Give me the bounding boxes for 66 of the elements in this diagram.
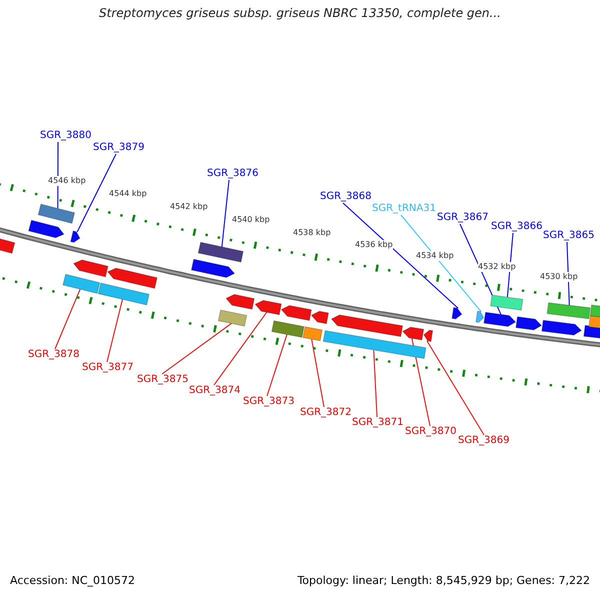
gene-block [515,316,542,330]
scale-label: 4532 kbp [478,262,516,272]
gene-box [302,326,323,342]
gene-label: SGR_3876 [207,168,258,180]
gene-label: SGR_3880 [40,130,92,142]
gene-box [218,310,248,327]
gene-box [588,315,600,330]
leader-line [400,214,482,312]
gene-block [280,305,312,321]
gene-label: SGR_3878 [28,349,80,361]
leader-line [106,298,123,362]
gene-block [254,300,282,316]
gene-label: SGR_3868 [320,191,372,203]
scale-label: 4546 kbp [48,176,86,186]
leader-line [373,350,378,418]
leader-line [76,154,116,232]
leader-line [162,322,232,374]
gene-label: SGR_3875 [137,374,188,386]
scale-label: 4530 kbp [540,272,578,282]
scale-label: 4542 kbp [170,202,208,212]
gene-block [310,310,329,324]
leader-line [266,334,288,396]
gene-label: SGR_tRNA31 [372,203,436,215]
gene-box [98,282,150,306]
leader-line [311,338,324,408]
gene-block [452,307,462,320]
accession-text: Accession: NC_010572 [10,575,136,587]
gene-block [190,258,236,278]
gene-block [583,324,600,340]
gene-box [38,204,76,224]
leader-line [214,312,268,386]
gene-block [483,312,516,327]
title: Streptomyces griseus subsp. griseus NBRC 13350, complete gen... [98,6,502,21]
leader-line [426,340,484,436]
gene-box [322,330,426,360]
gene-label: SGR_3874 [189,385,240,397]
leader-line [57,142,58,209]
gene-block [72,259,108,278]
scale-label: 4534 kbp [416,251,454,261]
gene-block [225,294,255,310]
scale-label: 4544 kbp [109,189,147,199]
genome-info-text: Topology: linear; Length: 8,545,929 bp; Genes: 7,222 [297,575,590,587]
gene-label: SGR_3873 [243,396,294,408]
gene-box [62,274,100,294]
scale-label: 4538 kbp [293,228,331,238]
gene-label: SGR_3865 [543,230,594,242]
scale-label: 4540 kbp [232,215,270,225]
leader-line [54,288,81,350]
gene-label: SGR_3867 [437,212,488,224]
gene-label: SGR_3866 [491,221,542,233]
gene-block [107,268,158,289]
leader-line [342,202,459,309]
gene-label: SGR_3871 [352,417,404,429]
gene-block [330,314,404,338]
scale-label: 4536 kbp [355,240,393,250]
gene-label: SGR_3877 [82,362,134,374]
gene-block [28,220,65,238]
gene-label: SGR_3869 [458,435,510,447]
gene-label: SGR_3872 [300,407,352,419]
gene-label: SGR_3870 [405,426,456,438]
gene-box [271,320,305,338]
gene-box [198,242,244,263]
gene-block [70,230,80,243]
gene-label: SGR_3879 [93,142,144,154]
leader-line [221,180,230,248]
gene-box [490,294,524,311]
